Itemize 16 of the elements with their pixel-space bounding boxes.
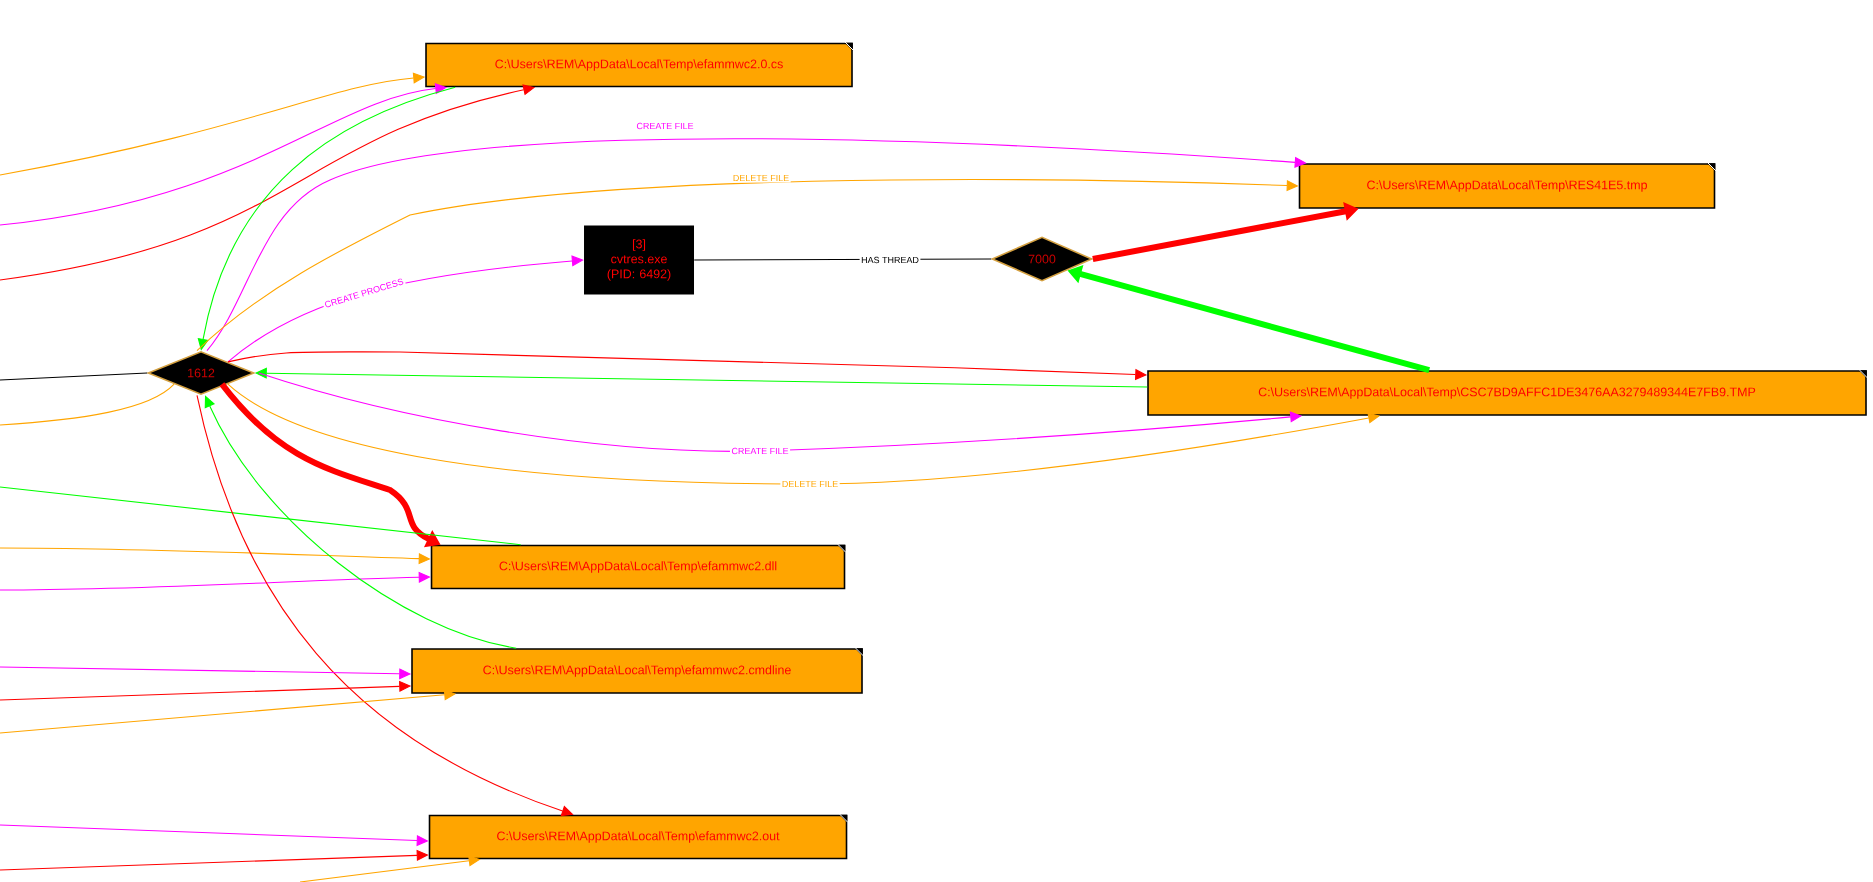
file-box: C:\Users\REM\AppData\Local\Temp\efammwc2.out <box>428 813 849 860</box>
edge-label: CREATE FILE <box>729 446 791 456</box>
file-box: C:\Users\REM\AppData\Local\Temp\CSC7BD9AFFC1DE3476AA3279489344E7FB9.TMP <box>1147 368 1869 416</box>
arrow <box>204 395 517 649</box>
edge-label: DELETE FILE <box>731 173 791 183</box>
edge-label: CREATE FILE <box>634 121 696 131</box>
file-box: C:\Users\REM\AppData\Local\Temp\efammwc2.0.cs <box>425 41 855 88</box>
file-box: C:\Users\REM\AppData\Local\Temp\RES41E5.tmp <box>1298 161 1717 209</box>
file-box: C:\Users\REM\AppData\Local\Temp\efammwc2.dll <box>430 543 847 590</box>
process-box: [3] cvtres.exe (PID: 6492) <box>584 225 694 295</box>
edge-label: DELETE FILE <box>780 479 840 489</box>
connector-line <box>0 486 522 546</box>
connector-line <box>0 372 148 381</box>
connector-line <box>0 383 175 426</box>
file-box: C:\Users\REM\AppData\Local\Temp\efammwc2.cmdline <box>411 646 865 694</box>
edge-label: HAS THREAD <box>859 255 921 265</box>
